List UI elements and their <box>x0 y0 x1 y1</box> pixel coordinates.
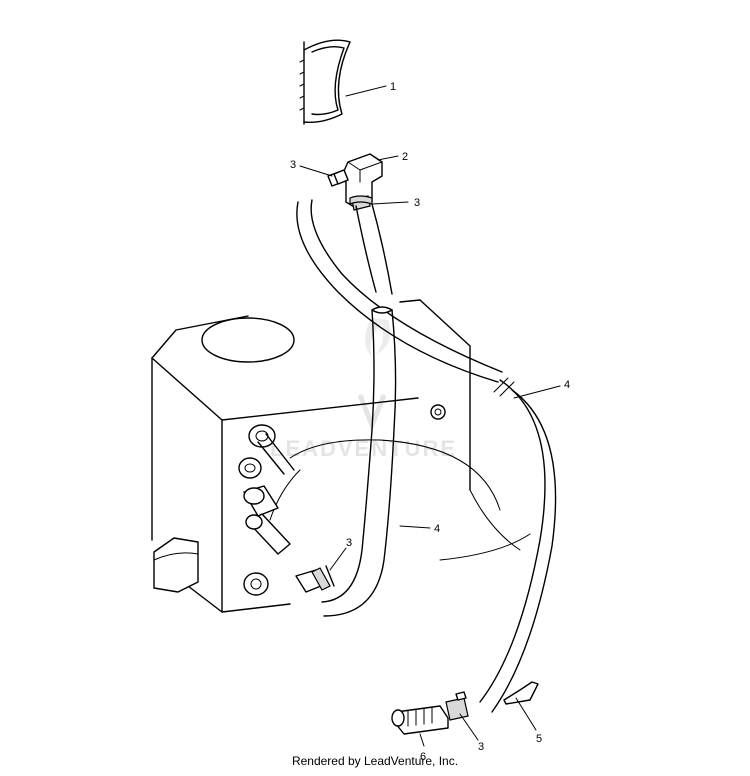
callout-3-top-left: 3 <box>290 159 296 171</box>
callout-3-top-right: 3 <box>414 197 420 209</box>
part-3-clamps <box>295 169 373 593</box>
callout-1: 1 <box>390 81 396 93</box>
part-4-hose-right <box>296 199 557 713</box>
callout-3-middle: 3 <box>346 537 352 549</box>
tank-fittings <box>238 424 295 596</box>
callout-4-middle: 4 <box>434 523 440 535</box>
part-1-clamp <box>299 39 351 125</box>
footer-credit: Rendered by LeadVenture, Inc. <box>291 754 459 768</box>
callout-6: 6 <box>420 751 426 763</box>
callout-3-bottom: 3 <box>478 741 484 753</box>
callout-4-right: 4 <box>564 379 570 391</box>
part-5-bracket <box>503 681 539 705</box>
callout-5: 5 <box>536 733 542 745</box>
part-6-fitting <box>391 691 469 735</box>
leader-lines <box>299 85 561 747</box>
callouts: 1 2 3 3 4 3 4 6 3 5 <box>290 81 570 763</box>
tank-body <box>151 299 531 613</box>
part-4-hose-left <box>321 306 397 617</box>
callout-2: 2 <box>402 151 408 163</box>
